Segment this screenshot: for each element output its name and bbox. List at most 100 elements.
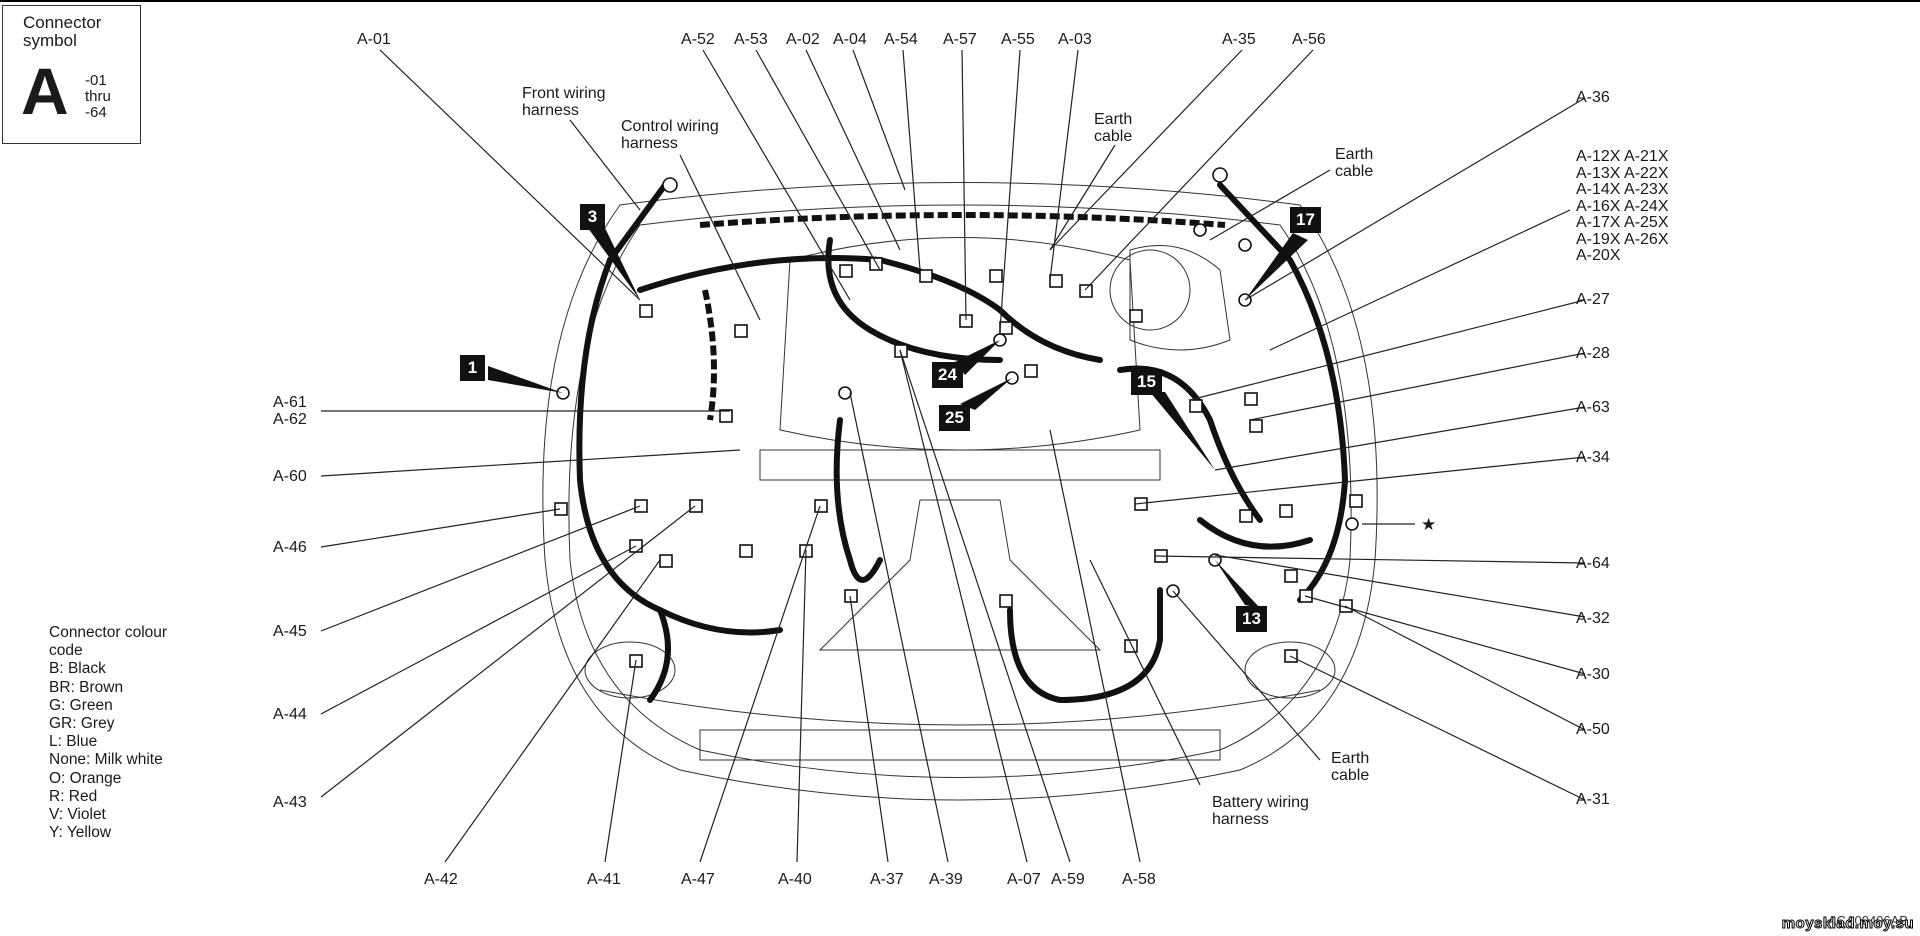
left-headlamp-outline (584, 641, 676, 699)
label-a-53: A-53 (734, 31, 768, 48)
legend-item: Y: Yellow (49, 824, 112, 842)
label-a-32: A-32 (1576, 610, 1610, 627)
badge-25: 25 (939, 405, 970, 431)
connector (734, 324, 748, 338)
x-connector: A-26X (1624, 230, 1669, 248)
label-a-37: A-37 (870, 871, 904, 888)
connector (1279, 504, 1293, 518)
badge-13: 13 (1236, 606, 1267, 632)
label-a-64: A-64 (1576, 555, 1610, 572)
connector (814, 499, 828, 513)
connector (1049, 274, 1063, 288)
badge-25-pointer (960, 378, 1012, 410)
leader-lines (320, 49, 1586, 863)
badge-24: 24 (932, 362, 963, 388)
x-connector: A-13X (1576, 164, 1621, 182)
x-row: A-17X A-25X (1576, 214, 1669, 232)
connector (1239, 509, 1253, 523)
connector (999, 321, 1013, 335)
x-connector: A-19X (1576, 230, 1621, 248)
connector (634, 499, 648, 513)
earth-point (838, 386, 852, 400)
subframe (818, 499, 1102, 651)
connector-symbol-range: -01 thru -64 (85, 72, 111, 121)
connector (839, 264, 853, 278)
label-a-35: A-35 (1222, 31, 1256, 48)
label-a-58: A-58 (1122, 871, 1156, 888)
inner-body-outline (568, 204, 1352, 778)
label-a-43: A-43 (273, 794, 307, 811)
label-a-30: A-30 (1576, 666, 1610, 683)
connector (1129, 309, 1143, 323)
x-connector: A-16X (1576, 197, 1621, 215)
label-a-41: A-41 (587, 871, 621, 888)
x-connector: A-25X (1624, 214, 1669, 231)
x-connector: A-23X (1624, 181, 1669, 198)
x-connector: A-21X (1624, 148, 1669, 165)
connector (554, 502, 568, 516)
engine-harness-1 (825, 237, 1003, 363)
legend-title: Connector colour code (49, 624, 168, 660)
top-border (0, 0, 1920, 2)
label-a-60: A-60 (273, 468, 307, 485)
right-lower-harness (1197, 517, 1313, 550)
document-id: ACA00406AB (1827, 913, 1908, 928)
x-row: A-19X A-26X (1576, 230, 1669, 249)
x-connector: A-14X (1576, 181, 1621, 198)
legend-item: O: Orange (49, 769, 122, 787)
badge-24-pointer (955, 340, 1000, 375)
front-harness-right (1217, 182, 1349, 603)
legend-item: B: Black (49, 660, 106, 678)
badge-15-pointer (1150, 392, 1215, 470)
crossmember (759, 449, 1161, 481)
bottom-harness-left (647, 607, 671, 703)
right-headlamp-outline (1244, 641, 1336, 699)
left-harness-loop (702, 289, 717, 421)
label-a-61-a-62: A-61 A-62 (273, 394, 307, 428)
connector (719, 409, 733, 423)
connector (989, 269, 1003, 283)
label-a-50: A-50 (1576, 721, 1610, 738)
x-connector: A-12X (1576, 148, 1621, 165)
radiator-support (699, 729, 1221, 761)
connector (659, 554, 673, 568)
label-a-36: A-36 (1576, 89, 1610, 106)
connector (1349, 494, 1363, 508)
body-outline (542, 182, 1378, 801)
reservoir-outline (1109, 249, 1191, 331)
earth-point (662, 177, 678, 193)
front-harness-left (576, 182, 783, 636)
label-a-01: A-01 (357, 31, 391, 48)
connector (894, 344, 908, 358)
earth-point (1193, 223, 1207, 237)
badge-3-pointer (588, 228, 640, 300)
earth-cable-callout-right: Earth cable (1335, 146, 1374, 180)
label-a-02: A-02 (786, 31, 820, 48)
label-a-47: A-47 (681, 871, 715, 888)
label-a-45: A-45 (273, 623, 307, 640)
x-row: A-16X A-24X (1576, 197, 1669, 216)
connector (1189, 399, 1203, 413)
earth-cable-callout-top: Earth cable (1094, 111, 1133, 145)
front-harness-callout: Front wiring harness (522, 85, 606, 119)
label-a-34: A-34 (1576, 449, 1610, 466)
label-a-42: A-42 (424, 871, 458, 888)
x-row: A-13X A-22X (1576, 164, 1669, 183)
label-a-59: A-59 (1051, 871, 1085, 888)
label-a-03: A-03 (1058, 31, 1092, 48)
x-connector: A-22X (1624, 164, 1669, 182)
label-a-63: A-63 (1576, 399, 1610, 416)
legend-item: BR: Brown (49, 678, 124, 696)
connector (1244, 392, 1258, 406)
colour-code-legend: Connector colour code B: Black BR: Brown… (49, 624, 167, 842)
label-a-52: A-52 (681, 31, 715, 48)
control-harness-callout: Control wiring harness (621, 118, 719, 152)
label-a-55: A-55 (1001, 31, 1035, 48)
bottom-harness-right (1007, 587, 1163, 704)
badge-1-pointer (488, 366, 563, 393)
connector (999, 594, 1013, 608)
legend-item: R: Red (49, 787, 98, 805)
connector (1079, 284, 1093, 298)
label-a-39: A-39 (929, 871, 963, 888)
